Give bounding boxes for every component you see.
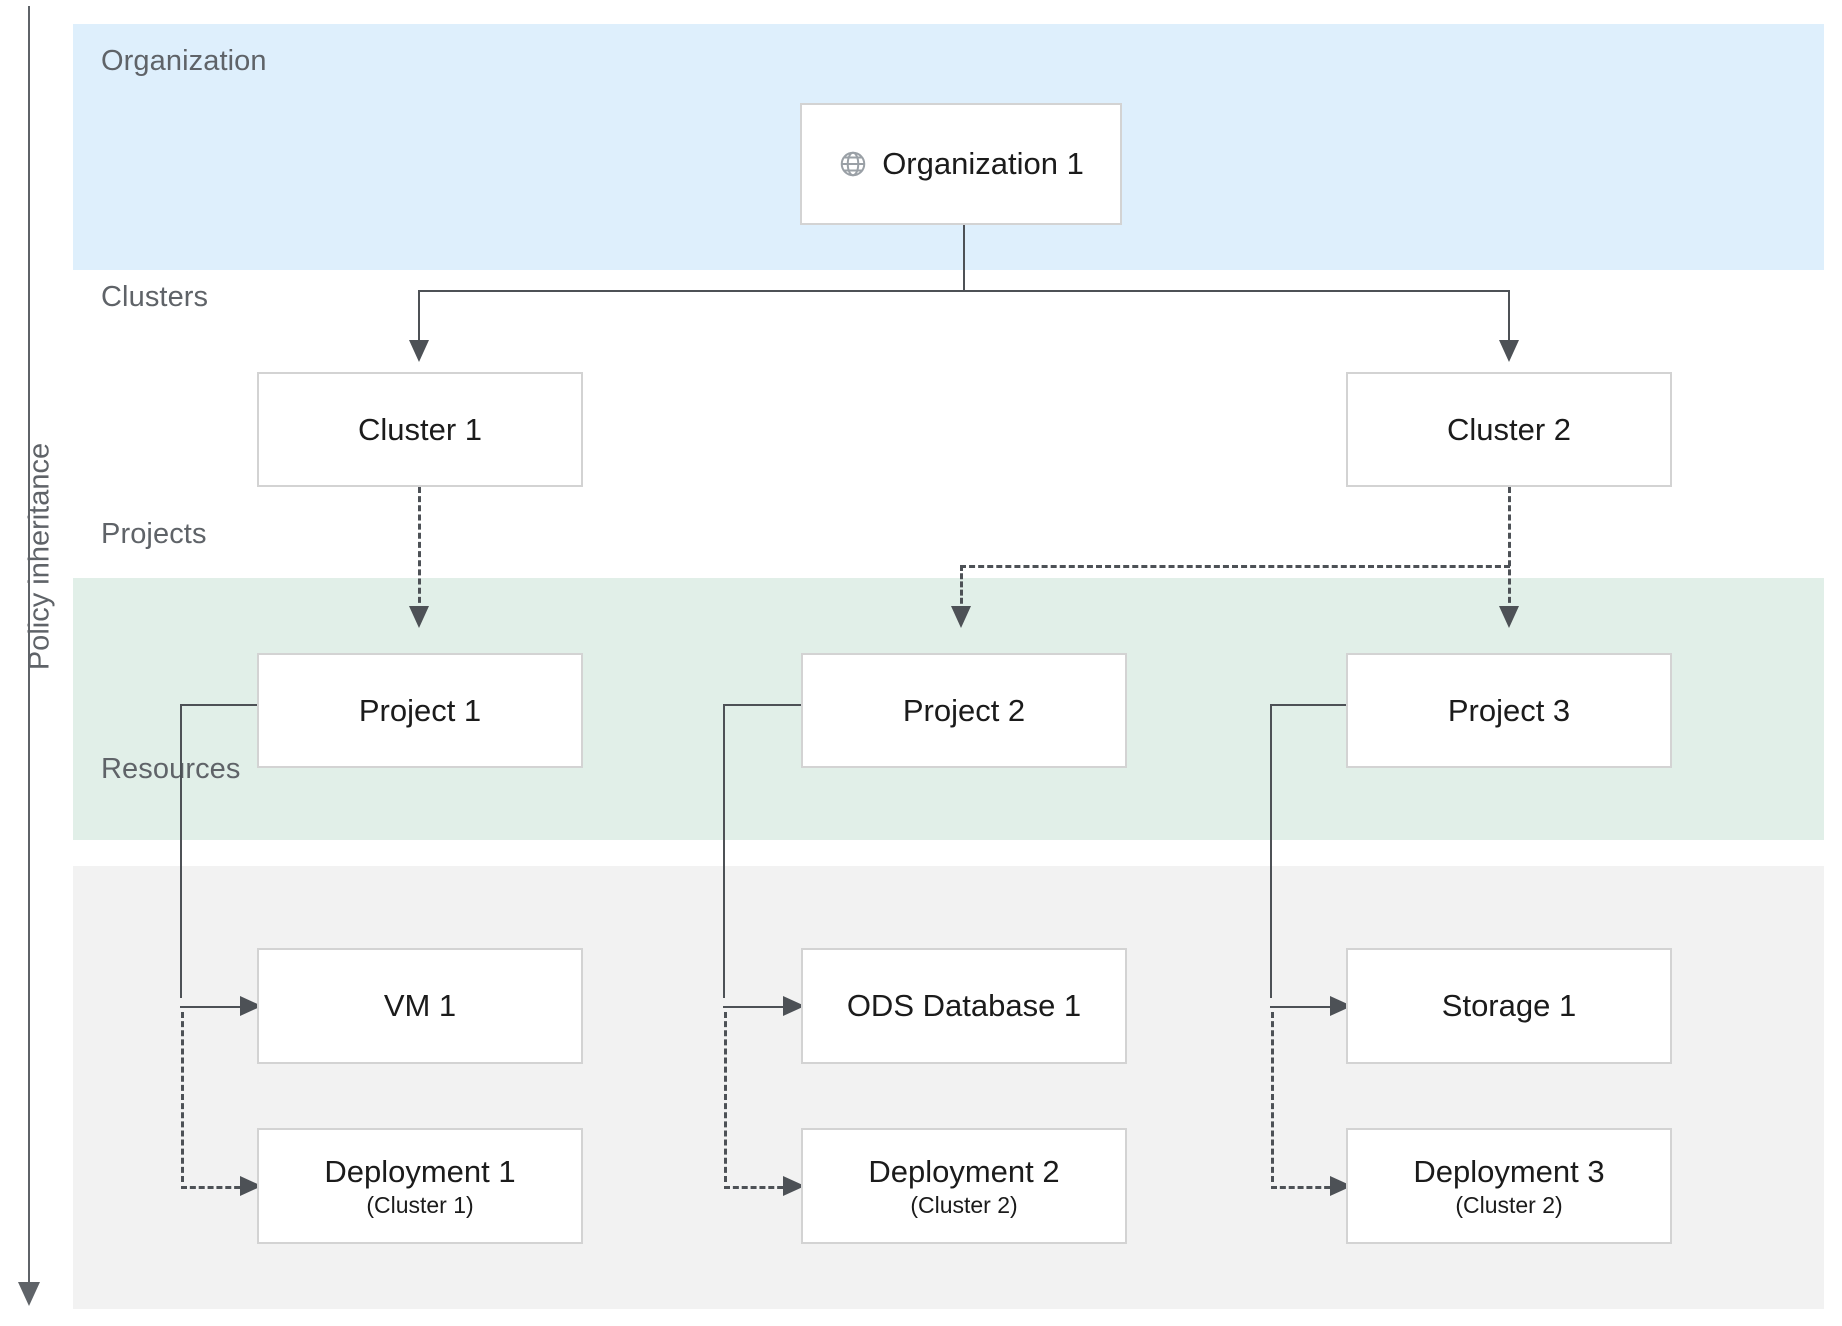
node-deployment-2-sublabel: (Cluster 2) bbox=[910, 1191, 1018, 1218]
node-deployment-3-label: Deployment 3 bbox=[1413, 1153, 1605, 1189]
edge-project3-to-deployment3-spine bbox=[1271, 1012, 1274, 1182]
policy-inheritance-axis-line bbox=[28, 6, 30, 1291]
edge-project2-to-deployment2-arrow-icon bbox=[783, 1176, 805, 1196]
edge-cluster2-to-project2-bus bbox=[960, 565, 1510, 568]
policy-inheritance-label: Policy inheritance bbox=[23, 442, 56, 671]
edge-project2-to-ods1-line bbox=[723, 1006, 791, 1008]
edge-cluster1-to-project1-arrow-icon bbox=[409, 606, 429, 628]
tier-label-clusters: Clusters bbox=[101, 281, 209, 313]
edge-project3-to-deployment3-line bbox=[1271, 1186, 1339, 1189]
node-cluster-2-label: Cluster 2 bbox=[1446, 411, 1572, 447]
node-project-2[interactable]: Project 2 bbox=[801, 653, 1127, 768]
edge-org-trunk bbox=[963, 224, 965, 292]
edge-project1-out-bus bbox=[180, 704, 260, 706]
edge-org-to-cluster2-arrow-icon bbox=[1499, 340, 1519, 362]
node-deployment-2-label: Deployment 2 bbox=[868, 1153, 1060, 1189]
edge-project1-to-deployment1-line bbox=[181, 1186, 249, 1189]
edge-org-bus bbox=[418, 290, 1510, 292]
node-project-3[interactable]: Project 3 bbox=[1346, 653, 1672, 768]
edge-project3-to-storage1-line bbox=[1270, 1006, 1338, 1008]
edge-project3-down-spine bbox=[1270, 704, 1272, 998]
node-deployment-2[interactable]: Deployment 2 (Cluster 2) bbox=[801, 1128, 1127, 1244]
node-storage-1-label: Storage 1 bbox=[1441, 988, 1577, 1024]
node-ods-database-1-label: ODS Database 1 bbox=[846, 988, 1082, 1024]
node-cluster-1[interactable]: Cluster 1 bbox=[257, 372, 583, 487]
edge-cluster2-to-project2-arrow-icon bbox=[951, 606, 971, 628]
node-project-3-label: Project 3 bbox=[1447, 692, 1571, 728]
node-deployment-3[interactable]: Deployment 3 (Cluster 2) bbox=[1346, 1128, 1672, 1244]
edge-project2-out-bus bbox=[723, 704, 803, 706]
edge-cluster2-to-project3-arrow-icon bbox=[1499, 606, 1519, 628]
edge-org-to-cluster1-stem bbox=[418, 290, 420, 346]
edge-project2-down-spine bbox=[723, 704, 725, 998]
edge-project1-down-spine bbox=[180, 704, 182, 998]
edge-project1-to-deployment1-arrow-icon bbox=[240, 1176, 262, 1196]
node-deployment-1-sublabel: (Cluster 1) bbox=[366, 1191, 474, 1218]
node-project-2-label: Project 2 bbox=[902, 692, 1026, 728]
edge-project1-to-vm1-arrow-icon bbox=[240, 996, 262, 1016]
node-deployment-3-sublabel: (Cluster 2) bbox=[1455, 1191, 1563, 1218]
node-vm-1[interactable]: VM 1 bbox=[257, 948, 583, 1064]
edge-cluster2-to-project2-stem bbox=[960, 565, 963, 612]
edge-project2-to-deployment2-spine bbox=[724, 1012, 727, 1182]
node-organization-1[interactable]: Organization 1 bbox=[800, 103, 1122, 225]
node-deployment-1[interactable]: Deployment 1 (Cluster 1) bbox=[257, 1128, 583, 1244]
node-cluster-2[interactable]: Cluster 2 bbox=[1346, 372, 1672, 487]
edge-org-to-cluster1-arrow-icon bbox=[409, 340, 429, 362]
node-deployment-1-label: Deployment 1 bbox=[324, 1153, 516, 1189]
tier-label-organization: Organization bbox=[101, 45, 267, 77]
edge-org-to-cluster2-stem bbox=[1508, 290, 1510, 346]
node-vm-1-label: VM 1 bbox=[383, 988, 457, 1024]
node-ods-database-1[interactable]: ODS Database 1 bbox=[801, 948, 1127, 1064]
node-cluster-1-label: Cluster 1 bbox=[357, 411, 483, 447]
globe-icon bbox=[840, 151, 866, 177]
policy-inheritance-arrow-icon bbox=[18, 1282, 40, 1306]
tier-label-resources: Resources bbox=[101, 753, 241, 785]
edge-project2-to-deployment2-line bbox=[724, 1186, 792, 1189]
edge-project2-to-ods1-arrow-icon bbox=[783, 996, 805, 1016]
edge-cluster1-to-project1-line bbox=[418, 487, 421, 612]
node-project-1[interactable]: Project 1 bbox=[257, 653, 583, 768]
node-project-1-label: Project 1 bbox=[358, 692, 482, 728]
tier-label-projects: Projects bbox=[101, 518, 207, 550]
node-storage-1[interactable]: Storage 1 bbox=[1346, 948, 1672, 1064]
node-organization-1-label: Organization 1 bbox=[882, 146, 1084, 182]
edge-cluster2-to-project3-line bbox=[1508, 487, 1511, 612]
edge-project1-to-deployment1-spine bbox=[181, 1012, 184, 1182]
edge-project3-out-bus bbox=[1270, 704, 1350, 706]
edge-project1-to-vm1-line bbox=[180, 1006, 248, 1008]
